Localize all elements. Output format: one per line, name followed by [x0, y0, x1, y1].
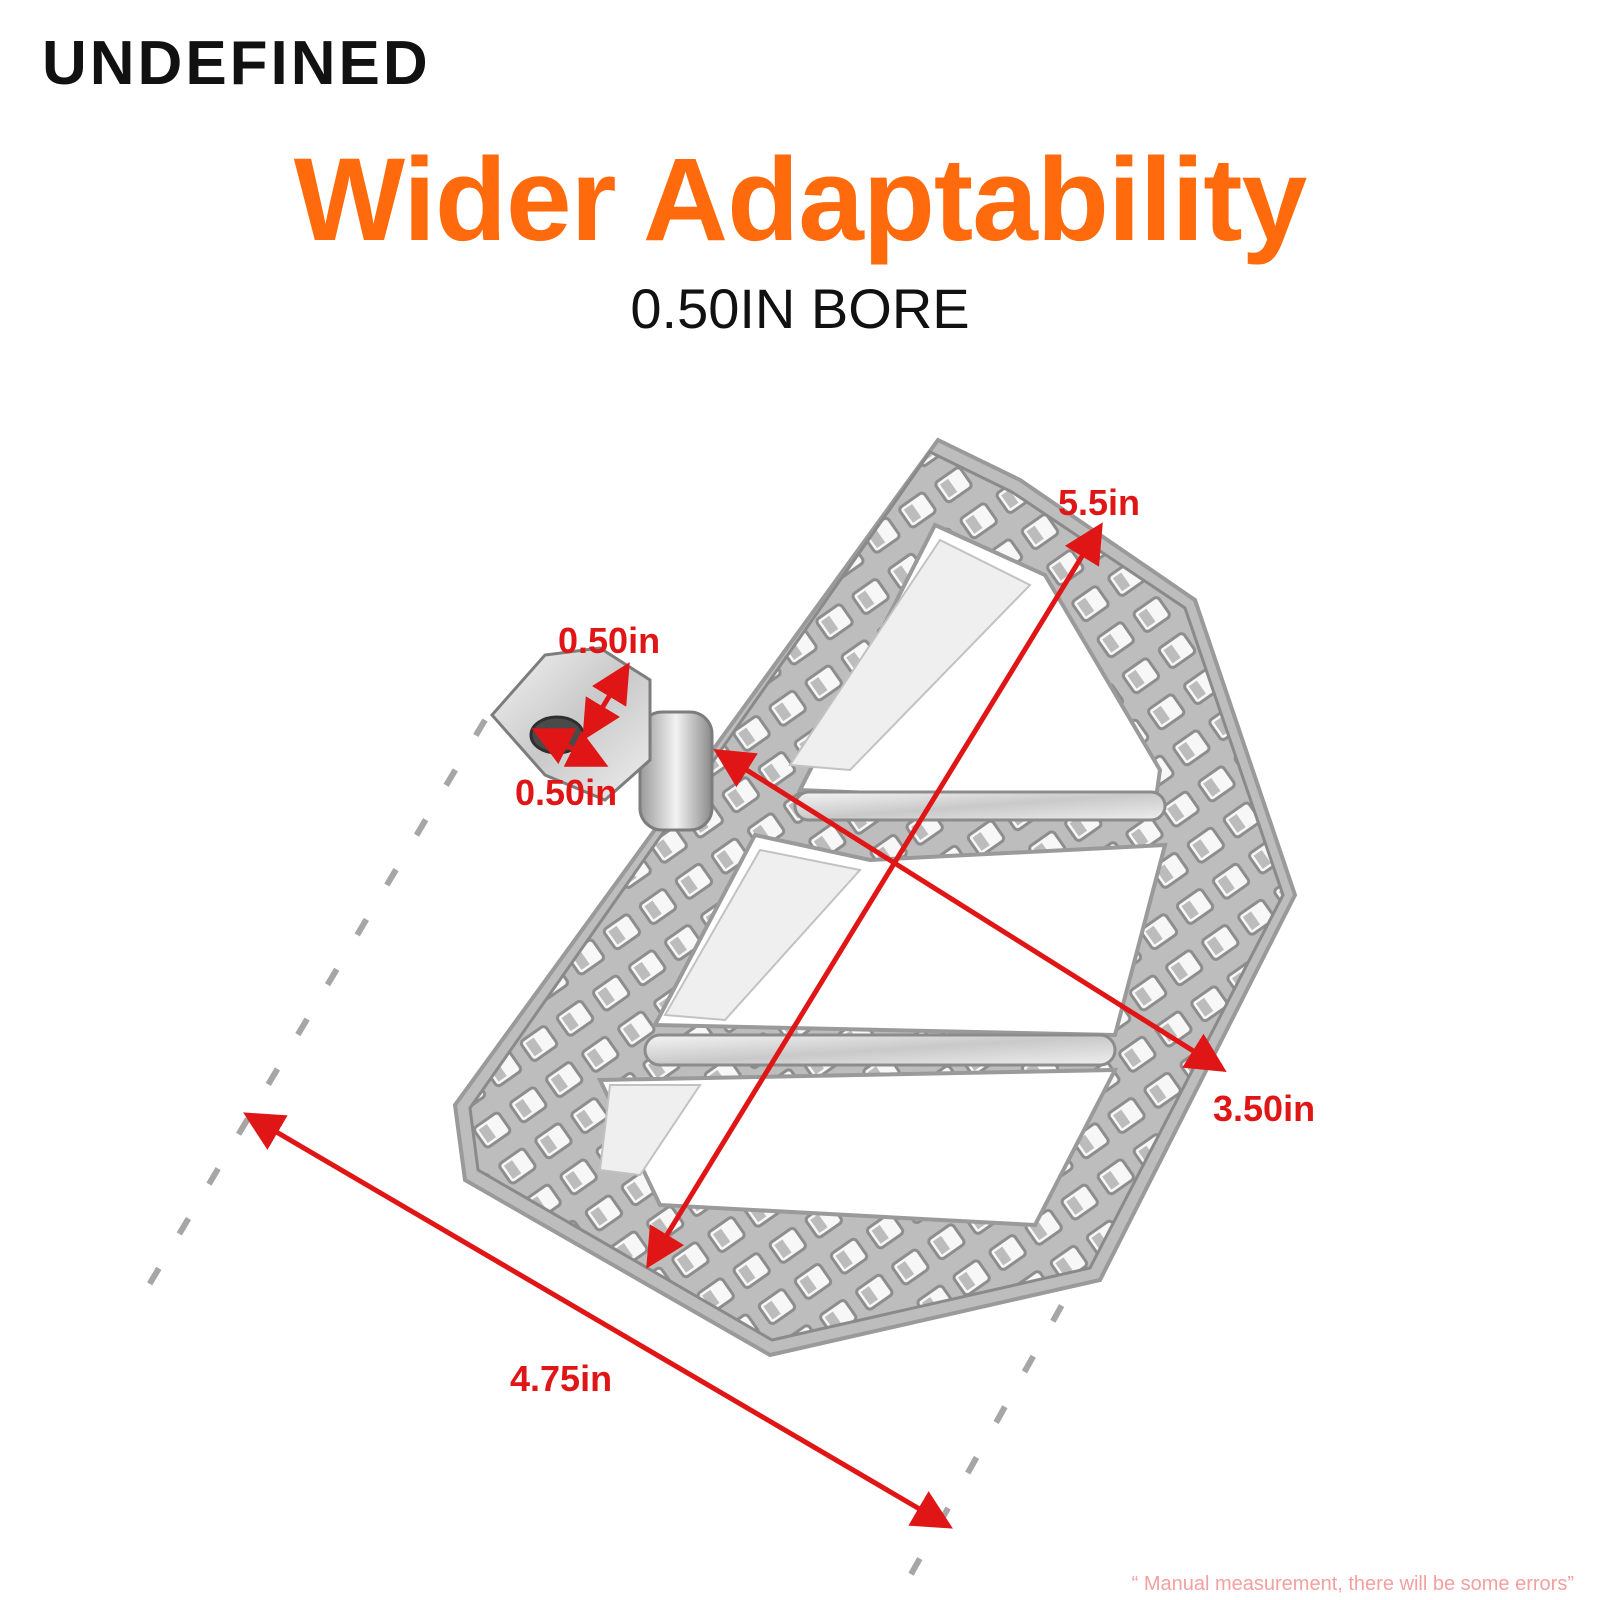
- brand-logo: UNDEFINED: [42, 29, 431, 98]
- measurement-disclaimer: “ Manual measurement, there will be some…: [1131, 1573, 1574, 1595]
- arrow-bore-width: [531, 728, 609, 767]
- dimension-label-width: 3.50in: [1213, 1088, 1316, 1129]
- dimension-label-bore-width: 0.50in: [515, 772, 618, 813]
- guide-lines: [137, 718, 1093, 1587]
- dimension-label-length: 4.75in: [510, 1358, 613, 1399]
- subheadline: 0.50IN BORE: [630, 277, 970, 340]
- dimension-label-diagonal: 5.5in: [1058, 482, 1141, 523]
- arrow-3-50in: [713, 749, 1227, 1072]
- arrow-bore-height: [582, 662, 630, 741]
- dimension-arrows: [243, 522, 1227, 1529]
- dimension-label-bore-height: 0.50in: [558, 620, 661, 661]
- headline: Wider Adaptability: [293, 134, 1307, 266]
- arrow-4-75in: [243, 1112, 953, 1529]
